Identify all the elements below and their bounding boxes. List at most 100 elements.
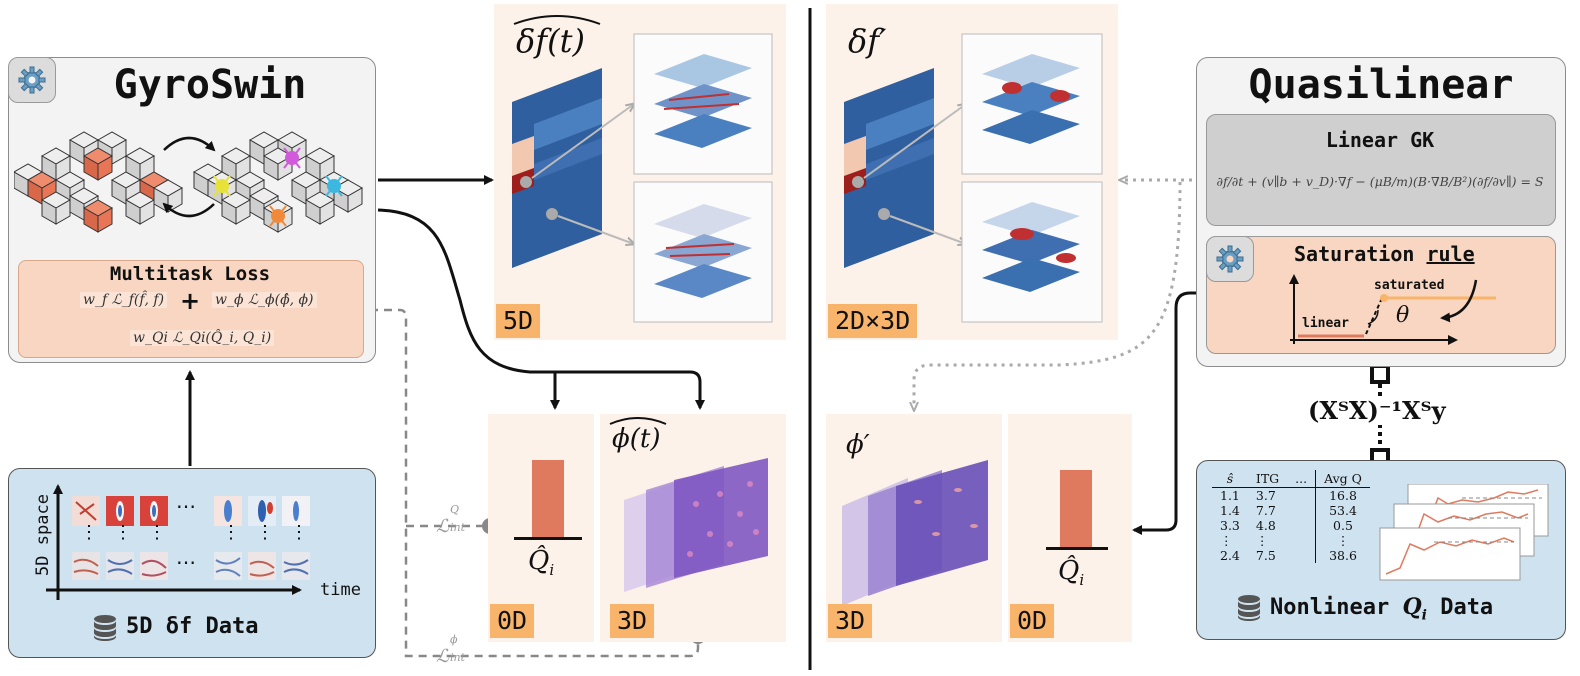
linear-gk-equation: ∂f/∂t + (v∥b + v_D)·∇f − (μB/m)(B·∇B/B²)… <box>1216 174 1544 189</box>
loss-int-q-sub: int <box>449 521 465 534</box>
cube-grid-left <box>14 131 183 233</box>
table-cell: 3.7 <box>1255 488 1276 503</box>
cube-grid-right <box>193 131 363 233</box>
data-5d-hdots-top: ⋯ <box>176 494 196 518</box>
multitask-loss-title: Multitask Loss <box>109 263 271 285</box>
gyroswin-title: GyroSwin <box>113 62 307 108</box>
ql-phi-label: ϕ′ <box>846 430 870 460</box>
pred-phi-hat <box>609 417 667 425</box>
table-header: ... <box>1287 470 1317 488</box>
pred-df-slices-top <box>654 54 752 148</box>
linear-gk-title: Linear GK <box>1325 128 1435 152</box>
nonlinear-caption-post: Data <box>1426 595 1494 620</box>
table-header: ŝ <box>1226 471 1234 486</box>
linear-label: linear <box>1302 316 1349 331</box>
pred-df-illustration <box>512 33 773 323</box>
nonlinear-caption-sub: i <box>1421 607 1427 624</box>
data-5d-vdots-1: ⋮ <box>80 522 98 543</box>
arrow-to-q <box>377 208 560 410</box>
table-cell <box>1287 548 1317 563</box>
arrow-to-phi <box>555 370 705 410</box>
snapshot-tiles <box>72 496 310 580</box>
table-cell: 7.5 <box>1255 548 1276 563</box>
pred-q-bar <box>532 460 564 538</box>
table-cell: 2.4 <box>1220 548 1240 563</box>
table-row: ⋮⋮⋮ <box>1212 533 1370 548</box>
pred-q-baseline <box>514 537 582 540</box>
pred-df-slices-bottom <box>654 204 752 298</box>
gear-icon <box>1216 245 1244 273</box>
data-5d-vdots-3: ⋮ <box>148 522 166 543</box>
ql-phi-illustration <box>842 460 988 606</box>
data-5d-hdots-bottom: ⋯ <box>176 550 196 574</box>
pred-phi-illustration <box>624 458 768 592</box>
pred-df-tag: 5D <box>496 304 541 338</box>
quasilinear-title: Quasilinear <box>1248 62 1514 108</box>
ql-df-label: δf′ <box>848 22 887 60</box>
loss-int-q-symbol: ℒ <box>436 516 449 537</box>
loss-int-phi-symbol: ℒ <box>436 646 449 667</box>
pred-phi-label: ϕ(t) <box>612 424 661 454</box>
data-5d-xlabel: time <box>320 580 361 600</box>
saturated-label: saturated <box>1374 278 1445 293</box>
data-5d-vdots-4: ⋮ <box>222 522 240 543</box>
table-cell <box>1287 487 1317 503</box>
saturation-rule-title: Saturation rule <box>1294 242 1475 266</box>
table-cell: ⋮ <box>1255 533 1269 548</box>
nonlinear-caption-pre: Nonlinear <box>1270 595 1403 620</box>
flux-timetrace-stack <box>1379 484 1549 581</box>
ql-q-baseline <box>1046 547 1108 550</box>
database-icon <box>1238 595 1260 621</box>
table-cell: 4.8 <box>1255 518 1276 533</box>
table-cell: 38.6 <box>1329 548 1357 563</box>
theta-label: θ <box>1396 303 1410 328</box>
data-5d-plot <box>46 484 310 600</box>
saturation-title-underlined: rule <box>1426 242 1475 266</box>
table-cell: 7.7 <box>1255 503 1276 518</box>
loss-term-q: w_Qi ℒ_Qi(Q̂_i, Q_i) <box>130 330 275 346</box>
table-cell: 1.4 <box>1220 503 1240 518</box>
regression-formula: (XᵀX)⁻¹Xᵀy <box>1304 396 1450 425</box>
nonlinear-caption: Nonlinear Qi Data <box>1270 594 1493 623</box>
pred-q-tag: 0D <box>490 604 535 638</box>
ql-q-label: Q̂i <box>1058 556 1084 589</box>
gear-icon <box>18 66 46 94</box>
ql-df-tag: 2D×3D <box>828 304 918 338</box>
ql-q-bar <box>1060 470 1092 548</box>
trace-card-front <box>1379 527 1521 581</box>
table-cell <box>1287 503 1317 518</box>
table-cell: 0.5 <box>1333 518 1353 533</box>
dashed-phi-loss-line <box>370 308 700 658</box>
dotted-arrow-to-phi-prime <box>914 181 1182 410</box>
ql-q-label-sub: i <box>1079 571 1085 590</box>
ql-q-tag: 0D <box>1010 604 1055 638</box>
database-icon <box>94 615 116 641</box>
loss-int-phi-sub: int <box>449 651 465 664</box>
saturation-title-text: Saturation <box>1294 242 1427 266</box>
gyroswin-gear-badge <box>8 57 56 103</box>
data-5d-vdots-5: ⋮ <box>256 522 274 543</box>
nonlinear-caption-q: Q <box>1402 594 1422 620</box>
loss-int-phi-sup: ϕ <box>449 633 458 646</box>
table-row: 2.4 7.5 38.6 <box>1212 548 1370 563</box>
ql-df-illustration <box>844 33 1103 323</box>
table-header: Avg Q <box>1324 471 1362 486</box>
saturation-gear-badge <box>1206 236 1254 282</box>
data-5d-vdots-6: ⋮ <box>290 522 308 543</box>
pred-q-label-main: Q̂ <box>528 546 550 576</box>
table-cell: 1.1 <box>1220 488 1240 503</box>
saturation-rule-plot <box>1289 274 1496 345</box>
data-5d-caption: 5D δf Data <box>126 614 259 639</box>
ql-phi-tag: 3D <box>828 604 873 638</box>
data-5d-ylabel: 5D space <box>33 494 53 576</box>
pred-df-label: δf(t) <box>516 22 585 60</box>
pred-q-label: Q̂i <box>528 546 554 579</box>
arrow-to-q-prime <box>1132 291 1212 535</box>
data-5d-vdots-2: ⋮ <box>114 522 132 543</box>
